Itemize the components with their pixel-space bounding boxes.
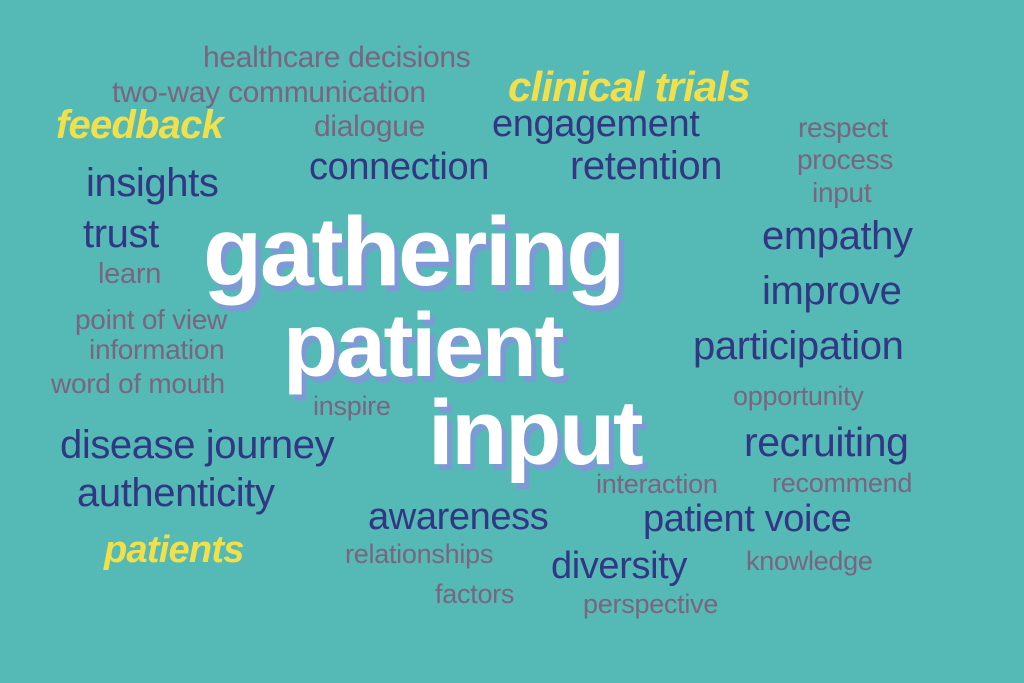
word-insights: insights <box>86 161 219 205</box>
word-patients: patients <box>104 529 244 571</box>
word-awareness: awareness <box>368 496 549 538</box>
word-healthcare-decisions: healthcare decisions <box>203 41 471 74</box>
word-word-of-mouth: word of mouth <box>51 368 225 399</box>
word-dialogue: dialogue <box>314 110 426 143</box>
word-recommend: recommend <box>772 468 913 498</box>
word-gathering: gathering <box>203 197 626 306</box>
word-connection: connection <box>309 146 490 188</box>
word-patient: patient <box>283 296 565 396</box>
word-input-big: input <box>428 382 644 484</box>
word-recruiting: recruiting <box>744 419 909 465</box>
word-knowledge: knowledge <box>746 546 873 576</box>
word-factors: factors <box>435 579 515 609</box>
word-information: information <box>89 334 225 365</box>
word-inspire: inspire <box>313 391 391 421</box>
word-empathy: empathy <box>762 214 913 258</box>
word-participation: participation <box>693 324 904 368</box>
word-process: process <box>797 144 894 175</box>
word-opportunity: opportunity <box>733 381 864 411</box>
word-feedback: feedback <box>56 103 224 147</box>
word-respect: respect <box>798 112 888 143</box>
word-engagement: engagement <box>492 103 700 145</box>
word-disease-journey: disease journey <box>60 423 335 467</box>
word-trust: trust <box>83 212 159 256</box>
word-input-small: input <box>812 177 872 208</box>
word-patient-voice: patient voice <box>643 498 852 540</box>
word-interaction: interaction <box>596 469 718 499</box>
word-authenticity: authenticity <box>77 471 275 515</box>
word-clinical-trials: clinical trials <box>508 63 751 110</box>
word-two-way-communication: two-way communication <box>112 76 426 109</box>
word-learn: learn <box>98 258 162 290</box>
word-relationships: relationships <box>345 539 494 569</box>
word-point-of-view: point of view <box>75 304 228 335</box>
word-improve: improve <box>762 269 902 313</box>
word-perspective: perspective <box>583 589 719 619</box>
word-diversity: diversity <box>551 545 687 587</box>
word-retention: retention <box>570 144 723 188</box>
